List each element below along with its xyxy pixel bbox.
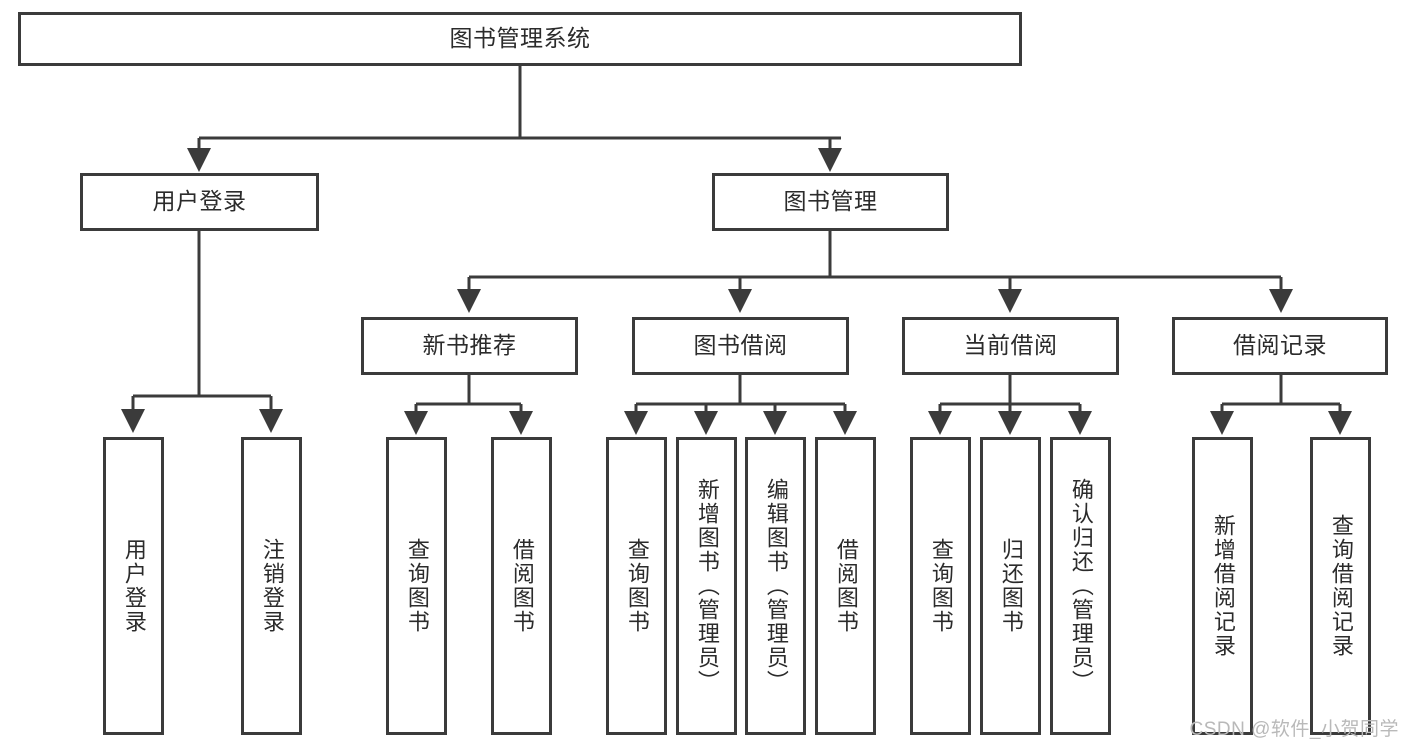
- leaf-current-return-book-label: 归还图书: [998, 538, 1024, 634]
- node-current-borrow[interactable]: 当前借阅: [902, 317, 1119, 375]
- node-new-book-recommend[interactable]: 新书推荐: [361, 317, 578, 375]
- node-book-management-label: 图书管理: [783, 188, 878, 215]
- leaf-record-add-record-label: 新增借阅记录: [1210, 514, 1236, 658]
- leaf-borrow-add-book[interactable]: 新增图书（管理员）: [676, 437, 737, 735]
- node-root[interactable]: 图书管理系统: [18, 12, 1022, 66]
- leaf-recommend-borrow-book[interactable]: 借阅图书: [491, 437, 552, 735]
- watermark: CSDN @软件_小贺同学: [1189, 719, 1399, 740]
- leaf-borrow-borrow-book-label: 借阅图书: [833, 538, 859, 634]
- node-user-login-label: 用户登录: [152, 188, 247, 215]
- leaf-recommend-query-book[interactable]: 查询图书: [386, 437, 447, 735]
- leaf-borrow-borrow-book[interactable]: 借阅图书: [815, 437, 876, 735]
- leaf-user-login-signin-label: 用户登录: [121, 538, 147, 634]
- node-user-login[interactable]: 用户登录: [80, 173, 319, 231]
- leaf-record-query-record-label: 查询借阅记录: [1328, 514, 1354, 658]
- leaf-current-confirm-return[interactable]: 确认归还（管理员）: [1050, 437, 1111, 735]
- leaf-borrow-query-book-label: 查询图书: [624, 538, 650, 634]
- leaf-current-return-book[interactable]: 归还图书: [980, 437, 1041, 735]
- node-borrow-record-label: 借阅记录: [1233, 332, 1327, 359]
- leaf-borrow-edit-book-label: 编辑图书（管理员）: [763, 478, 789, 694]
- leaf-user-login-signin[interactable]: 用户登录: [103, 437, 164, 735]
- leaf-current-confirm-return-label: 确认归还（管理员）: [1068, 478, 1094, 694]
- leaf-user-login-signout[interactable]: 注销登录: [241, 437, 302, 735]
- leaf-borrow-add-book-label: 新增图书（管理员）: [694, 478, 720, 694]
- node-book-management[interactable]: 图书管理: [712, 173, 949, 231]
- leaf-borrow-edit-book[interactable]: 编辑图书（管理员）: [745, 437, 806, 735]
- leaf-recommend-borrow-book-label: 借阅图书: [509, 538, 535, 634]
- leaf-current-query-book-label: 查询图书: [928, 538, 954, 634]
- node-borrow-record[interactable]: 借阅记录: [1172, 317, 1388, 375]
- node-root-label: 图书管理系统: [449, 25, 591, 52]
- node-book-borrow-label: 图书借阅: [693, 332, 788, 359]
- leaf-record-query-record[interactable]: 查询借阅记录: [1310, 437, 1371, 735]
- leaf-recommend-query-book-label: 查询图书: [404, 538, 430, 634]
- node-current-borrow-label: 当前借阅: [963, 332, 1058, 359]
- leaf-current-query-book[interactable]: 查询图书: [910, 437, 971, 735]
- leaf-user-login-signout-label: 注销登录: [259, 538, 285, 634]
- leaf-record-add-record[interactable]: 新增借阅记录: [1192, 437, 1253, 735]
- node-new-book-recommend-label: 新书推荐: [422, 332, 517, 359]
- node-book-borrow[interactable]: 图书借阅: [632, 317, 849, 375]
- leaf-borrow-query-book[interactable]: 查询图书: [606, 437, 667, 735]
